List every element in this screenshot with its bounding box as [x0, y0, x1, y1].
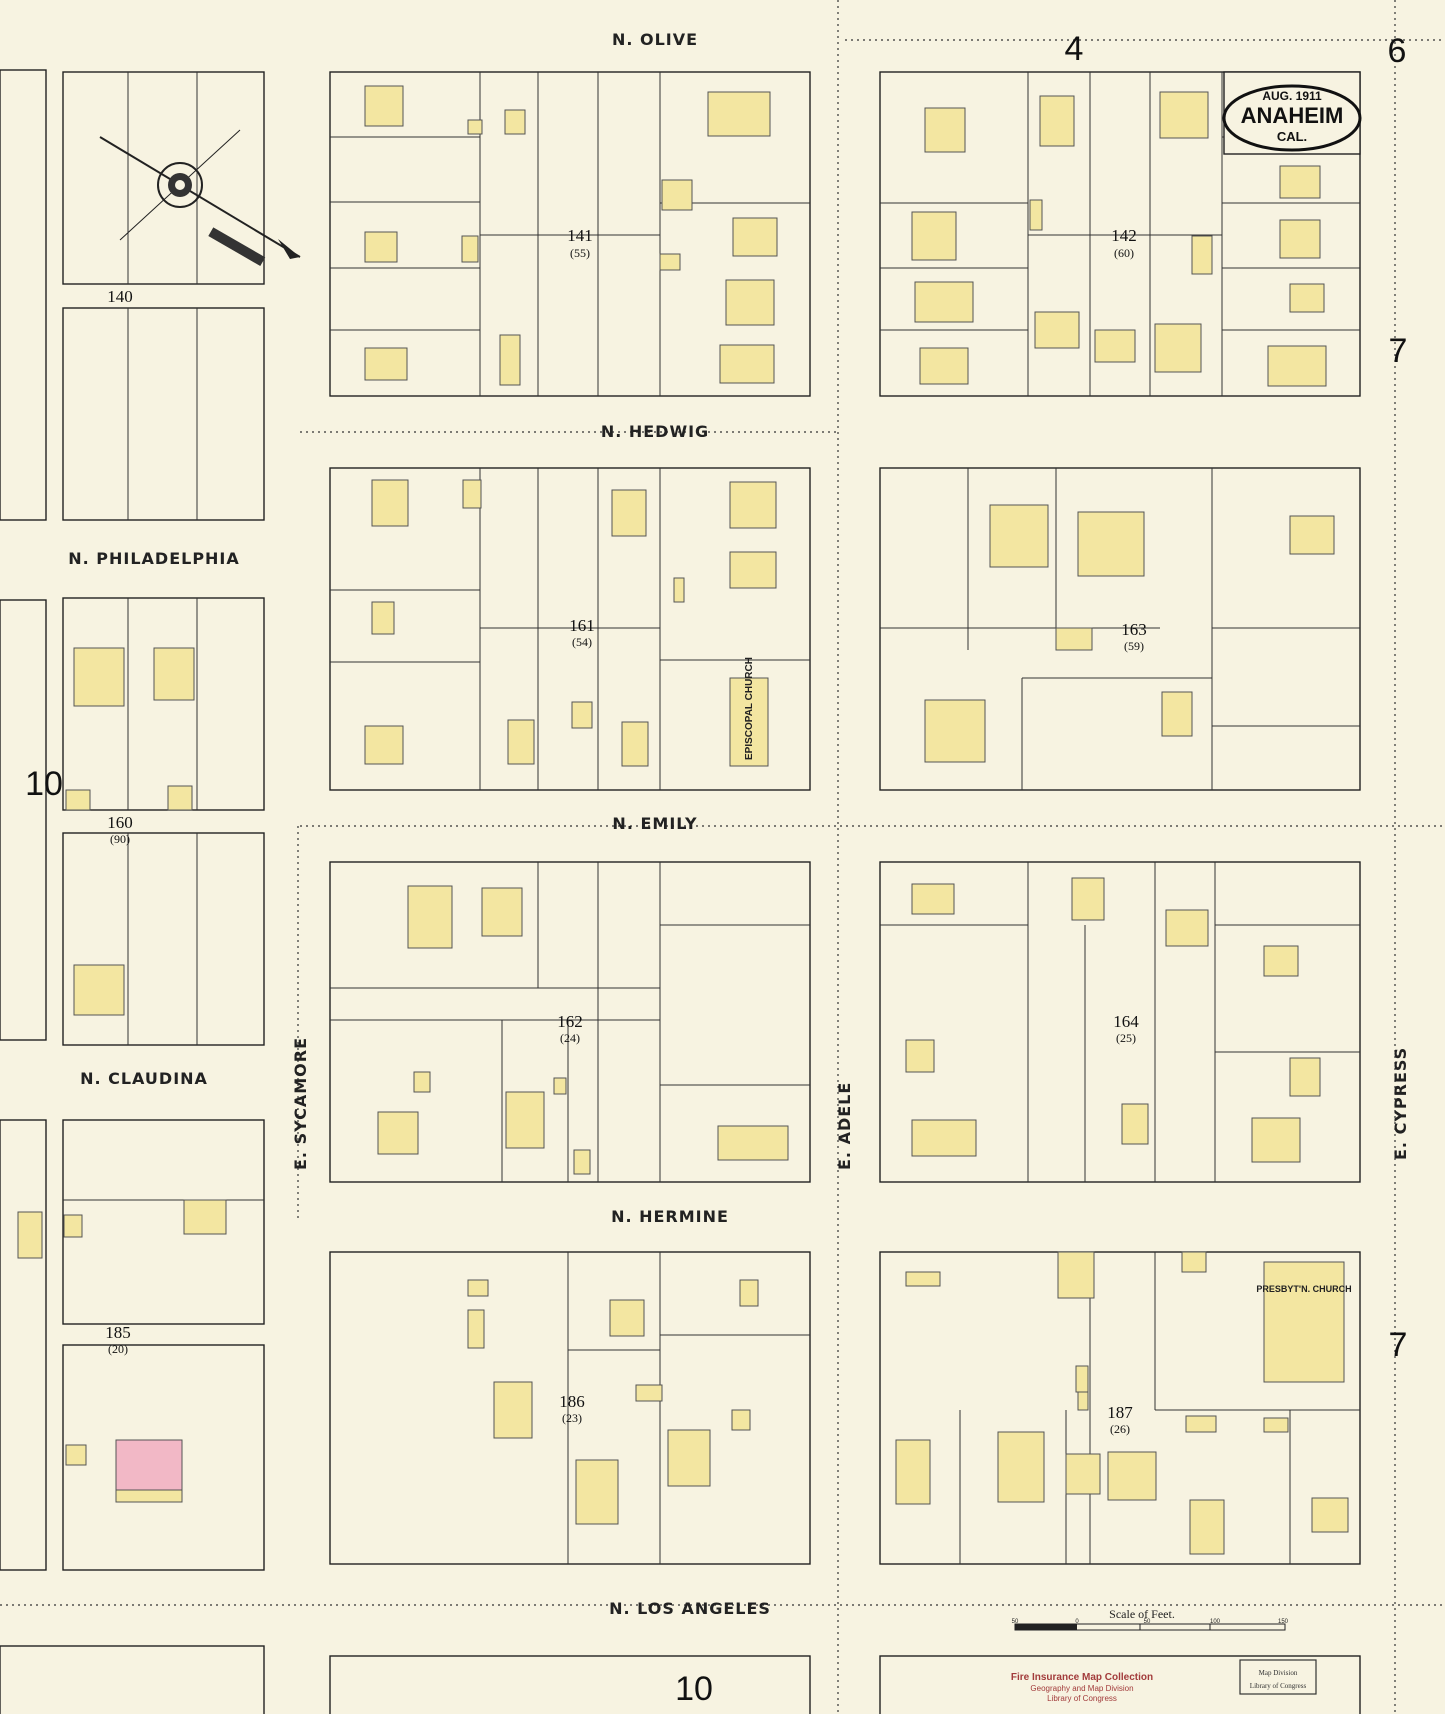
adjacent-sheet-bottom: 10 — [675, 1670, 713, 1708]
left-edge-blocks — [0, 69, 47, 1571]
block-subnumber: (60) — [1114, 246, 1134, 260]
street-claudina: N. CLAUDINA — [80, 1069, 208, 1088]
block-number: 162 — [557, 1012, 583, 1031]
scale-tick: 50 — [1012, 1619, 1019, 1625]
block-number: 164 — [1113, 1012, 1139, 1031]
block-185-area — [17, 1119, 265, 1571]
block-number: 163 — [1121, 620, 1147, 639]
title-cartouche: AUG. 1911 ANAHEIM CAL. — [1222, 71, 1362, 155]
scale-tick: 0 — [1075, 1619, 1079, 1625]
block-number: 141 — [567, 226, 593, 245]
map-date: AUG. 1911 — [1262, 89, 1322, 103]
sheet-number: 6 — [1388, 32, 1407, 70]
stamp-line: Library of Congress — [1047, 1694, 1117, 1703]
collection-stamp: Fire Insurance Map Collection Geography … — [1011, 1672, 1153, 1703]
block-number: 161 — [569, 616, 595, 635]
scale-tick: 50 — [1144, 1619, 1151, 1625]
block-160-area — [62, 597, 265, 1046]
brick-building — [115, 1439, 183, 1491]
block-164-area — [879, 861, 1361, 1183]
street-philadelphia: N. PHILADELPHIA — [68, 549, 240, 568]
block-141-area — [329, 71, 811, 397]
street-los-angeles: N. LOS ANGELES — [609, 1599, 771, 1618]
adjacent-sheet-right: 7 — [1389, 332, 1408, 370]
adjacent-sheet-top: 4 — [1065, 30, 1084, 68]
scale-tick: 100 — [1210, 1619, 1221, 1625]
street-adele: E. ADELE — [835, 1082, 854, 1170]
adjacent-sheet-right: 7 — [1389, 1326, 1408, 1364]
block-186-area — [329, 1251, 811, 1565]
stamp-line: Map Division — [1259, 1669, 1298, 1677]
block-subnumber: (23) — [562, 1411, 582, 1425]
block-numbers: 140 141 (55) 142 (60) 160 (90) 161 (54) … — [105, 226, 1147, 1436]
street-hermine: N. HERMINE — [611, 1207, 729, 1226]
block-162-area — [329, 861, 811, 1183]
scale-bar: Scale of Feet. 50 0 50 100 150 — [1012, 1607, 1289, 1631]
block-subnumber: (26) — [1110, 1422, 1130, 1436]
block-163-area — [879, 467, 1361, 791]
block-142-area — [879, 71, 1361, 397]
block-subnumber: (20) — [108, 1342, 128, 1356]
block-subnumber: (54) — [572, 635, 592, 649]
block-subnumber: (59) — [1124, 639, 1144, 653]
stamp-line: Geography and Map Division — [1030, 1684, 1133, 1693]
block-number: 160 — [107, 813, 133, 832]
street-labels: N. OLIVE N. HEDWIG N. EMILY N. HERMINE N… — [68, 30, 1410, 1618]
block-number: 186 — [559, 1392, 585, 1411]
block-187-area: PRESBYT'N. CHURCH — [879, 1251, 1361, 1565]
scale-tick: 150 — [1278, 1619, 1289, 1625]
block-subnumber: (25) — [1116, 1031, 1136, 1045]
division-stamp: Map Division Library of Congress — [1239, 1659, 1317, 1695]
street-sycamore: E. SYCAMORE — [291, 1037, 310, 1170]
compass-rose — [99, 129, 301, 266]
bottom-edge-blocks — [0, 1645, 1361, 1714]
block-number: 142 — [1111, 226, 1137, 245]
block-161-area: EPISCOPAL CHURCH — [329, 467, 811, 791]
street-olive: N. OLIVE — [612, 30, 698, 49]
block-subnumber: (55) — [570, 246, 590, 260]
block-number: 140 — [107, 287, 133, 306]
map-state: CAL. — [1277, 129, 1307, 144]
block-140-area — [62, 71, 265, 521]
adjacent-sheet-left: 10 — [25, 765, 63, 803]
block-subnumber: (90) — [110, 832, 130, 846]
stamp-line: Fire Insurance Map Collection — [1011, 1672, 1153, 1683]
block-number: 187 — [1107, 1403, 1133, 1422]
stamp-line: Library of Congress — [1250, 1682, 1307, 1690]
street-hedwig: N. HEDWIG — [601, 422, 709, 441]
street-emily: N. EMILY — [612, 814, 697, 833]
presbyterian-church-label: PRESBYT'N. CHURCH — [1256, 1284, 1351, 1294]
episcopal-church-label: EPISCOPAL CHURCH — [744, 657, 755, 760]
block-subnumber: (24) — [560, 1031, 580, 1045]
block-number: 185 — [105, 1323, 131, 1342]
sheet-numbers: 6 4 10 10 7 7 — [25, 30, 1407, 1708]
street-cypress: E. CYPRESS — [1391, 1047, 1410, 1160]
map-city: ANAHEIM — [1241, 103, 1344, 128]
scale-label: Scale of Feet. — [1109, 1607, 1175, 1621]
